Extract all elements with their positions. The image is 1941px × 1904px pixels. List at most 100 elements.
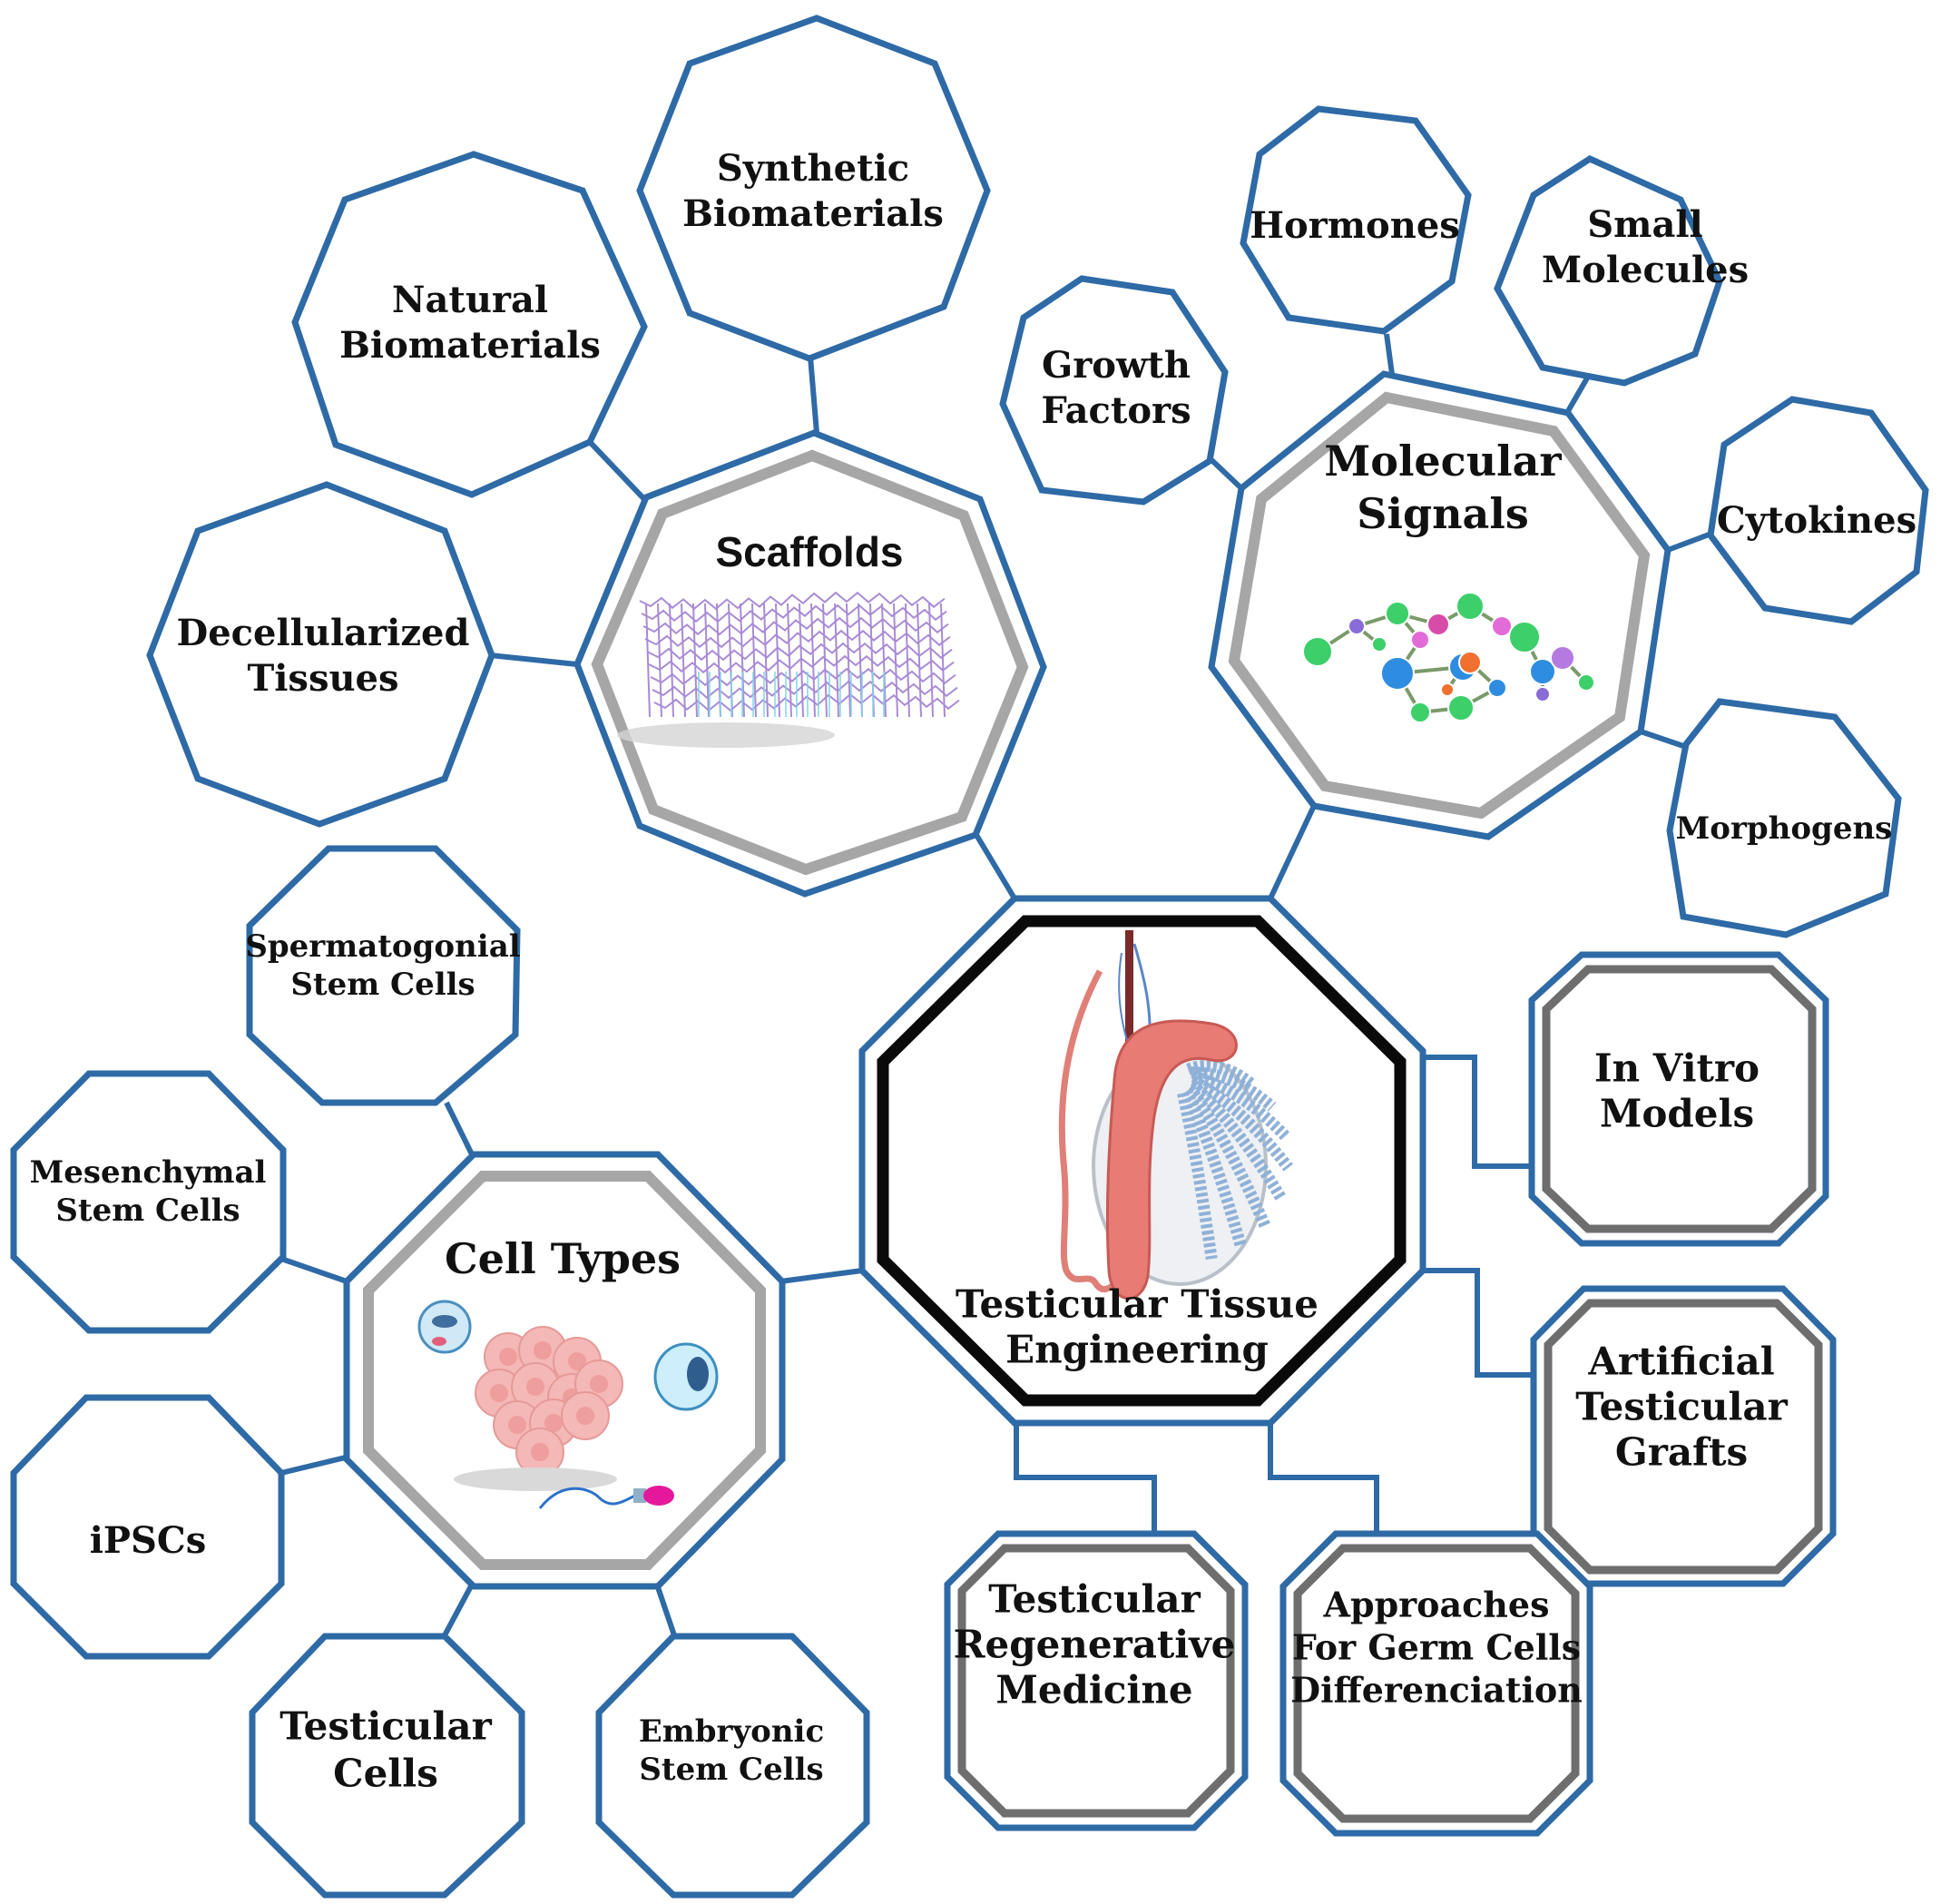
edge-spermatogonial-cells	[444, 1101, 475, 1156]
label-line: Cells	[333, 1752, 438, 1796]
label-line: Morphogens	[1676, 810, 1893, 847]
embryonic-stem-cells-octagon	[595, 1633, 870, 1899]
label-line: Cytokines	[1717, 499, 1916, 542]
label-line: For Germ Cells	[1292, 1626, 1581, 1667]
label-line: Natural	[392, 279, 548, 321]
molecule-network-icon	[1302, 592, 1595, 723]
ipscs-octagon	[10, 1394, 285, 1660]
ipscs-node[interactable]: iPSCs	[10, 1394, 285, 1660]
hormones-node[interactable]: Hormones	[1240, 105, 1472, 335]
morphogens-octagon	[1666, 698, 1902, 938]
hormones-label: Hormones	[1250, 204, 1460, 247]
label-line: Engineering	[1005, 1328, 1269, 1372]
label-line: Spermatogonial	[245, 928, 520, 965]
cytokines-octagon	[1707, 396, 1929, 625]
label-line: Embryonic	[639, 1713, 824, 1750]
label-line: Differenciation	[1290, 1669, 1583, 1710]
label-line: Signals	[1357, 489, 1528, 538]
in-vitro-models-inner-octagon	[1542, 965, 1817, 1233]
label-line: Small	[1587, 203, 1703, 246]
label-line: Biomaterials	[682, 192, 944, 235]
label-line: Stem Cells	[290, 967, 475, 1003]
cells-icon	[417, 1300, 719, 1509]
mesenchymal-stem-cells-octagon	[10, 1070, 287, 1334]
edge-center-regenerative	[1014, 1422, 1157, 1534]
germ-cells-inner-octagon	[1293, 1544, 1580, 1823]
edge-signals-center	[1268, 804, 1317, 900]
edge-cytokines-signals	[1666, 531, 1713, 553]
regenerative-inner-octagon	[957, 1544, 1235, 1818]
cell-types-hub[interactable]: Cell Types	[343, 1151, 786, 1590]
natural-biomaterials-octagon	[291, 151, 648, 498]
label-line: Medicine	[995, 1668, 1192, 1713]
spermatogonial-stem-cells-octagon	[246, 845, 521, 1106]
label-line: Approaches	[1323, 1584, 1550, 1624]
edge-mesenchymal-cells	[280, 1256, 350, 1285]
edge-testicular-cells	[442, 1583, 475, 1637]
cytokines-node[interactable]: Cytokines	[1707, 396, 1929, 625]
grafts-inner-octagon	[1544, 1299, 1823, 1575]
label-line: Molecular	[1324, 437, 1562, 486]
label-line: Artificial	[1587, 1340, 1774, 1384]
scaffolds-title: Scaffolds	[715, 528, 903, 575]
label-line: Molecules	[1542, 249, 1749, 291]
label-line: Testicular Tissue	[956, 1282, 1319, 1327]
label-line: In Vitro	[1594, 1046, 1760, 1091]
edge-center-grafts	[1420, 1268, 1534, 1378]
edge-natural-scaffolds	[587, 439, 647, 502]
label-line: Models	[1600, 1092, 1754, 1136]
cytokines-label: Cytokines	[1717, 499, 1916, 542]
edge-cells-center	[779, 1268, 863, 1284]
label-line: Decellularized	[177, 612, 470, 654]
ipscs-label: iPSCs	[90, 1519, 207, 1562]
growth-factors-octagon	[999, 275, 1229, 505]
label-line: Testicular	[1575, 1385, 1788, 1429]
label-line: Factors	[1041, 389, 1191, 432]
edge-synthetic-scaffolds	[808, 356, 819, 434]
edge-ipscs-cells	[280, 1454, 350, 1476]
label-line: Scaffolds	[715, 528, 903, 575]
hormones-octagon	[1240, 105, 1472, 335]
edge-center-germ	[1268, 1422, 1379, 1534]
label-line: iPSCs	[90, 1519, 207, 1562]
edge-morphogens-signals	[1640, 729, 1687, 750]
edge-decellularized-scaffolds	[489, 653, 578, 667]
label-line: Testicular	[279, 1704, 492, 1749]
scaffolds-hub[interactable]: Scaffolds	[573, 429, 1047, 898]
label-line: Growth	[1042, 344, 1191, 387]
label-line: Tissues	[247, 657, 398, 700]
morphogens-node[interactable]: Morphogens	[1666, 698, 1902, 938]
edge-embryonic-cells	[654, 1584, 677, 1636]
label-line: Hormones	[1250, 204, 1460, 247]
